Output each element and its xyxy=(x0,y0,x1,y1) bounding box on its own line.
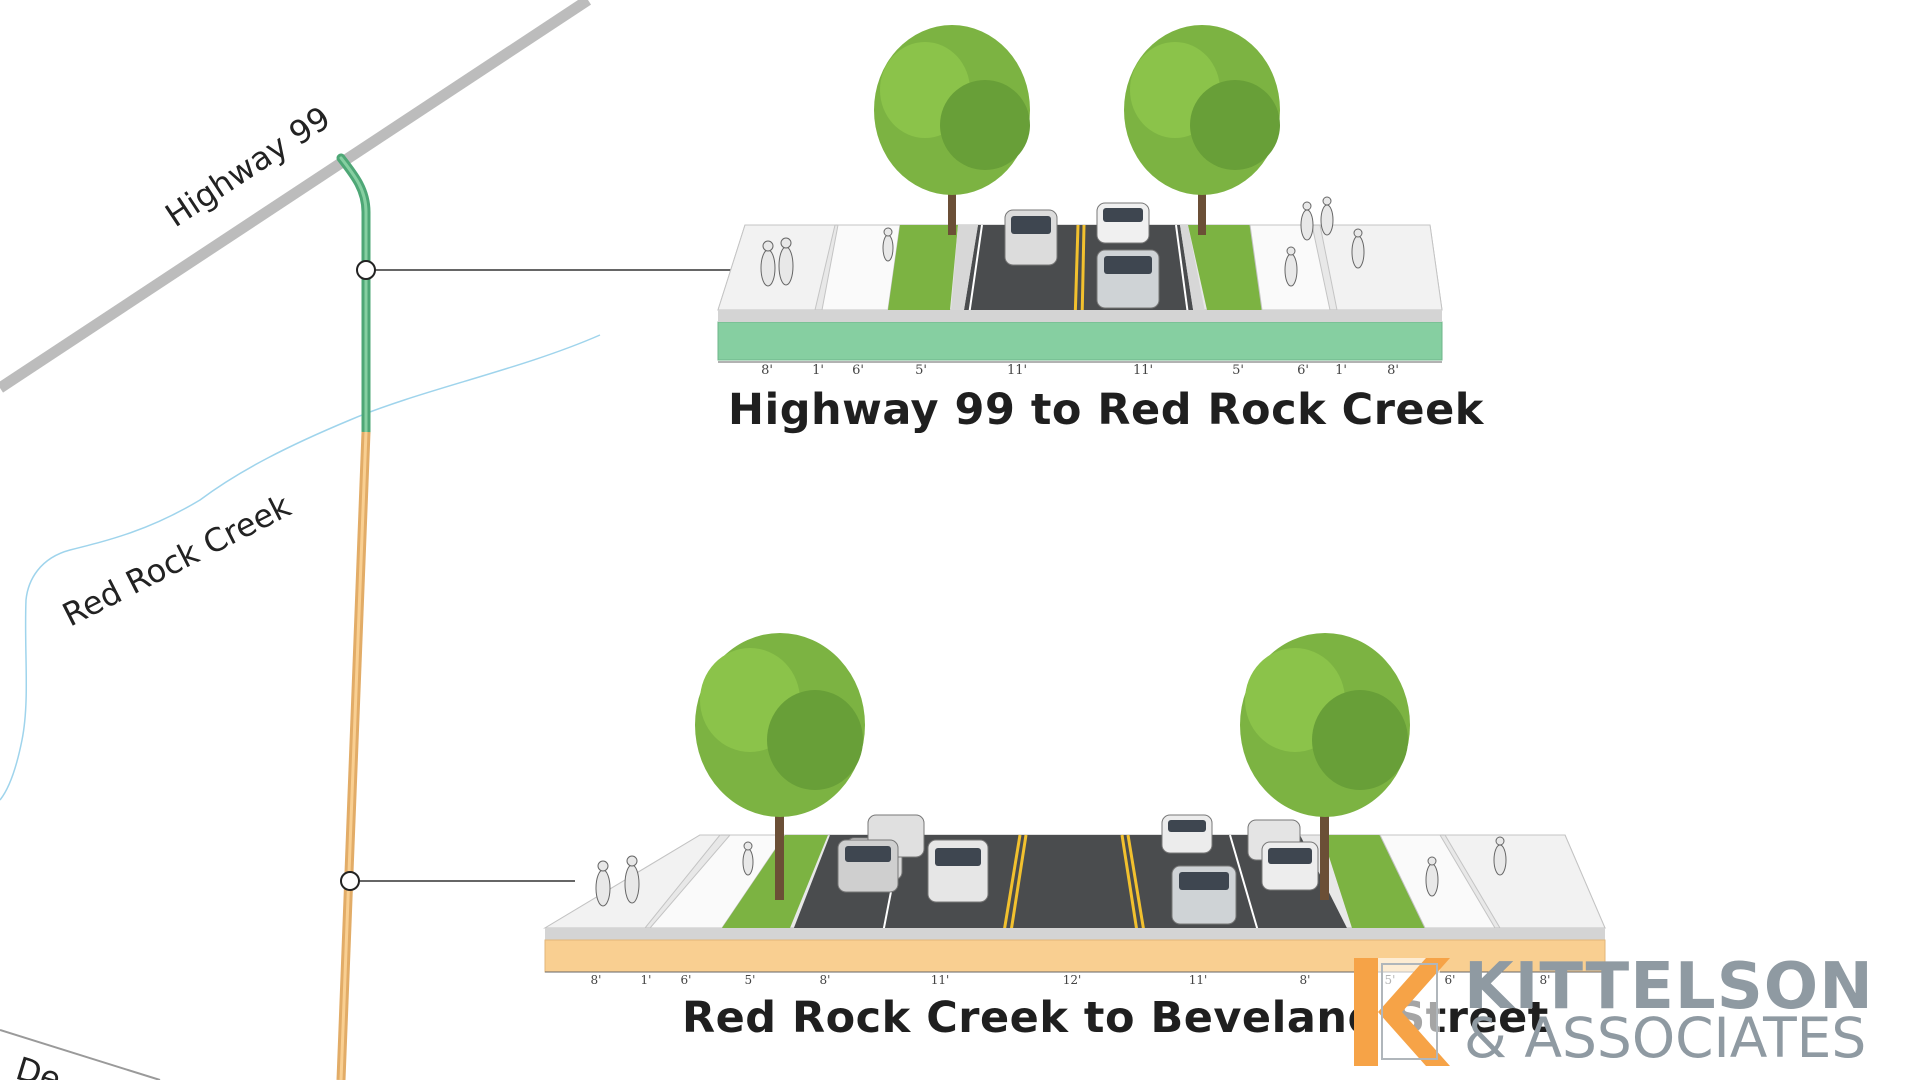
marker-bottom xyxy=(340,871,360,891)
dim-bottom-5: 8' xyxy=(820,973,831,987)
centerline-top xyxy=(1073,224,1080,323)
dim-bottom-12: 8' xyxy=(1540,973,1551,987)
highway-label: Highway 99 xyxy=(158,99,337,235)
company-logo: KITTELSON & ASSOCIATES xyxy=(1340,950,1910,1070)
tree-bottom-left xyxy=(695,633,865,900)
planter-right xyxy=(1188,225,1262,310)
car-top-1 xyxy=(1004,209,1058,266)
centerline-bottom-right xyxy=(1120,834,1140,939)
dim-top-2: 1' xyxy=(812,363,824,378)
creek-label: Red Rock Creek xyxy=(56,486,297,634)
corridor-green-segment xyxy=(336,153,371,437)
logo-subtitle: & ASSOCIATES xyxy=(1464,1006,1867,1070)
marker-top xyxy=(356,260,376,280)
dim-top-3: 6' xyxy=(852,363,864,378)
tree-bottom-right xyxy=(1240,633,1410,900)
pedestrians-top xyxy=(760,196,1365,287)
dim-top-1: 8' xyxy=(761,363,773,378)
dim-top-8: 6' xyxy=(1297,363,1309,378)
dim-bottom-9: 8' xyxy=(1300,973,1311,987)
dim-bottom-7: 12' xyxy=(1063,973,1082,987)
car-bottom-2 xyxy=(1161,814,1213,854)
dim-bottom-6: 11' xyxy=(931,973,950,987)
dim-bottom-4: 5' xyxy=(745,973,756,987)
car-bottom-3 xyxy=(1171,865,1237,925)
sidewalk-right xyxy=(1319,224,1443,311)
sidewalk-left xyxy=(717,224,836,311)
section-top-band xyxy=(717,321,1443,361)
parked-cars-right xyxy=(1247,819,1319,891)
pedestrians-bottom xyxy=(595,836,1507,907)
dim-top-4: 5' xyxy=(915,363,927,378)
car-top-2 xyxy=(1096,202,1150,244)
dim-top-6: 11' xyxy=(1133,363,1153,378)
dim-bottom-3: 6' xyxy=(681,973,692,987)
tree-top-right xyxy=(1124,25,1280,235)
parked-cars-left xyxy=(837,814,925,893)
dim-bottom-2: 1' xyxy=(641,973,652,987)
dim-bottom-11: 6' xyxy=(1445,973,1456,987)
dim-bottom-8: 11' xyxy=(1189,973,1208,987)
logo-name: KITTELSON xyxy=(1464,950,1874,1024)
dim-top-10: 8' xyxy=(1387,363,1399,378)
dim-top-5: 11' xyxy=(1007,363,1027,378)
section-top-dimensions: 8' 1' 6' 5' 11' 11' 5' 6' 1' 8' xyxy=(761,363,1399,378)
lower-road-line xyxy=(0,1029,161,1080)
planter-left xyxy=(888,225,958,310)
cross-section-bottom: 8' 1' 6' 5' 8' 11' 12' 11' 8' 5' 6' 8' xyxy=(543,633,1606,987)
car-bottom-1 xyxy=(927,839,989,903)
highway-99-line xyxy=(0,0,592,393)
dim-top-9: 1' xyxy=(1335,363,1347,378)
car-top-3 xyxy=(1096,249,1160,309)
section-title-top: Highway 99 to Red Rock Creek xyxy=(728,385,1484,435)
dim-bottom-1: 8' xyxy=(591,973,602,987)
tree-top-left xyxy=(874,25,1030,235)
bottom-road-label: De xyxy=(12,1049,66,1080)
logo-mark xyxy=(1354,958,1450,1066)
centerline-bottom-left xyxy=(1001,834,1022,939)
planter-right-bottom xyxy=(1322,835,1425,928)
dim-top-7: 5' xyxy=(1232,363,1244,378)
cross-section-top: 8' 1' 6' 5' 11' 11' 5' 6' 1' 8' xyxy=(717,25,1443,378)
creek-line xyxy=(0,334,601,801)
